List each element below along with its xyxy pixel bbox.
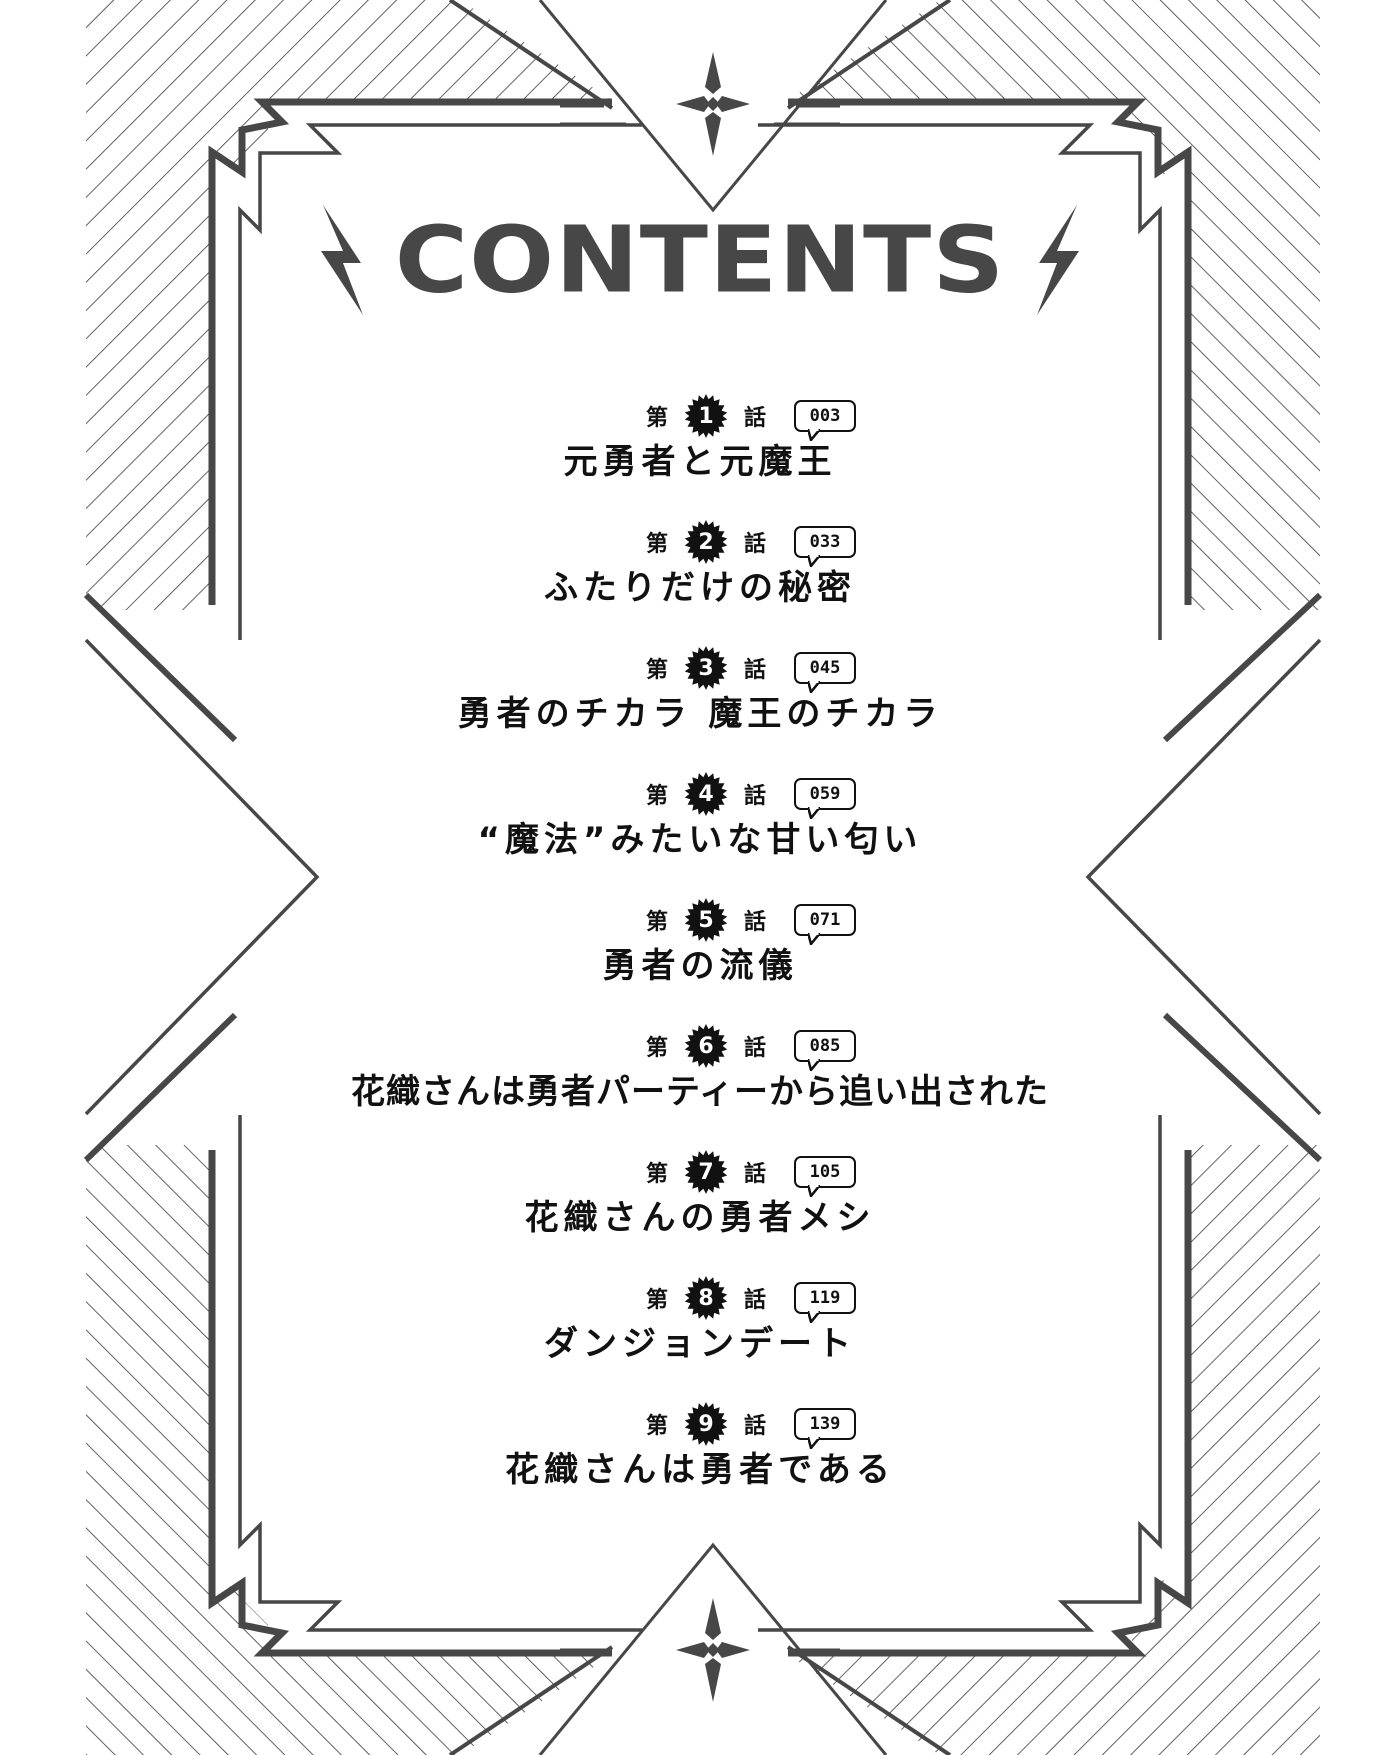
chapter-entry-6[interactable]: 第 6 話 085 花織さんは勇者パーティーから追い出された [0, 1022, 1400, 1148]
starburst-badge-icon: 9 [684, 1402, 728, 1446]
chapter-number: 4 [698, 781, 714, 807]
chapter-title: 勇者の流儀 [602, 946, 798, 986]
page-number: 139 [809, 1414, 841, 1434]
chapter-entry-1[interactable]: 第 1 話 003 元勇者と元魔王 [0, 392, 1400, 518]
chapter-prefix: 第 [645, 784, 668, 809]
page-number: 085 [809, 1036, 841, 1056]
page-number: 059 [809, 784, 841, 804]
contents-heading: CONTENTS [0, 200, 1400, 320]
chapter-suffix: 話 [744, 658, 767, 683]
chapter-entry-5[interactable]: 第 5 話 071 勇者の流儀 [0, 896, 1400, 1022]
chapter-entry-7[interactable]: 第 7 話 105 花織さんの勇者メシ [0, 1148, 1400, 1274]
chapter-suffix: 話 [744, 1288, 767, 1313]
page-number-speech-bubble-icon: 059 [794, 778, 857, 819]
chapter-entry-8[interactable]: 第 8 話 119 ダンジョンデート [0, 1274, 1400, 1400]
chapter-prefix: 第 [645, 1036, 668, 1061]
page-number-speech-bubble-icon: 139 [794, 1408, 857, 1449]
chapter-number: 3 [698, 655, 714, 681]
chapter-prefix: 第 [645, 1414, 668, 1439]
chapter-number: 9 [698, 1411, 714, 1437]
chapter-number: 7 [698, 1159, 714, 1185]
chapter-entry-4[interactable]: 第 4 話 059 “魔法”みたいな甘い匂い [0, 770, 1400, 896]
chapter-title: 花織さんの勇者メシ [524, 1198, 876, 1238]
page-number-speech-bubble-icon: 003 [794, 400, 857, 441]
chapter-entry-9[interactable]: 第 9 話 139 花織さんは勇者である [0, 1400, 1400, 1526]
page-number: 033 [809, 532, 841, 552]
page-number-speech-bubble-icon: 071 [794, 904, 857, 945]
chapter-title: ダンジョンデート [544, 1324, 856, 1364]
chapter-entry-2[interactable]: 第 2 話 033 ふたりだけの秘密 [0, 518, 1400, 644]
starburst-badge-icon: 7 [684, 1150, 728, 1194]
page-number-speech-bubble-icon: 085 [794, 1030, 857, 1071]
chapter-suffix: 話 [744, 1414, 767, 1439]
page-number-speech-bubble-icon: 119 [794, 1282, 857, 1323]
chapter-prefix: 第 [645, 532, 668, 557]
chapter-number: 2 [698, 529, 714, 555]
starburst-badge-icon: 2 [684, 520, 728, 564]
page-number: 105 [809, 1162, 841, 1182]
starburst-badge-icon: 6 [684, 1024, 728, 1068]
chapter-number: 8 [698, 1285, 714, 1311]
page-number: 003 [809, 406, 841, 426]
starburst-badge-icon: 5 [684, 898, 728, 942]
chapter-title: “魔法”みたいな甘い匂い [477, 820, 923, 860]
chapter-number: 5 [698, 907, 714, 933]
chapter-prefix: 第 [645, 1162, 668, 1187]
chapter-title: 花織さんは勇者である [505, 1450, 895, 1490]
chapter-title: ふたりだけの秘密 [544, 568, 856, 608]
chapter-suffix: 話 [744, 910, 767, 935]
lightning-bolt-left-icon [320, 205, 363, 315]
chapter-suffix: 話 [744, 1036, 767, 1061]
table-of-contents: 第 1 話 003 元勇者と元魔王 第 2 話 [0, 392, 1400, 1526]
chapter-prefix: 第 [645, 910, 668, 935]
chapter-prefix: 第 [645, 1288, 668, 1313]
starburst-badge-icon: 1 [684, 394, 728, 438]
chapter-suffix: 話 [744, 784, 767, 809]
page-number: 045 [809, 658, 841, 678]
page-number: 119 [809, 1288, 841, 1308]
page-number-speech-bubble-icon: 045 [794, 652, 857, 693]
page-number: 071 [809, 910, 841, 930]
chapter-title: 花織さんは勇者パーティーから追い出された [351, 1072, 1049, 1112]
starburst-badge-icon: 3 [684, 646, 728, 690]
chapter-prefix: 第 [645, 406, 668, 431]
starburst-badge-icon: 8 [684, 1276, 728, 1320]
chapter-number: 6 [698, 1033, 714, 1059]
chapter-title: 元勇者と元魔王 [563, 442, 837, 482]
starburst-badge-icon: 4 [684, 772, 728, 816]
top-four-point-star-icon [676, 52, 750, 156]
chapter-suffix: 話 [744, 1162, 767, 1187]
page-title: CONTENTS [394, 205, 1006, 314]
page-number-speech-bubble-icon: 033 [794, 526, 857, 567]
chapter-title: 勇者のチカラ 魔王のチカラ [457, 694, 943, 734]
page-number-speech-bubble-icon: 105 [794, 1156, 857, 1197]
bottom-four-point-star-icon [676, 1598, 750, 1702]
lightning-bolt-right-icon [1037, 205, 1080, 315]
chapter-prefix: 第 [645, 658, 668, 683]
chapter-number: 1 [698, 403, 714, 429]
chapter-suffix: 話 [744, 532, 767, 557]
chapter-suffix: 話 [744, 406, 767, 431]
chapter-entry-3[interactable]: 第 3 話 045 勇者のチカラ 魔王のチカラ [0, 644, 1400, 770]
